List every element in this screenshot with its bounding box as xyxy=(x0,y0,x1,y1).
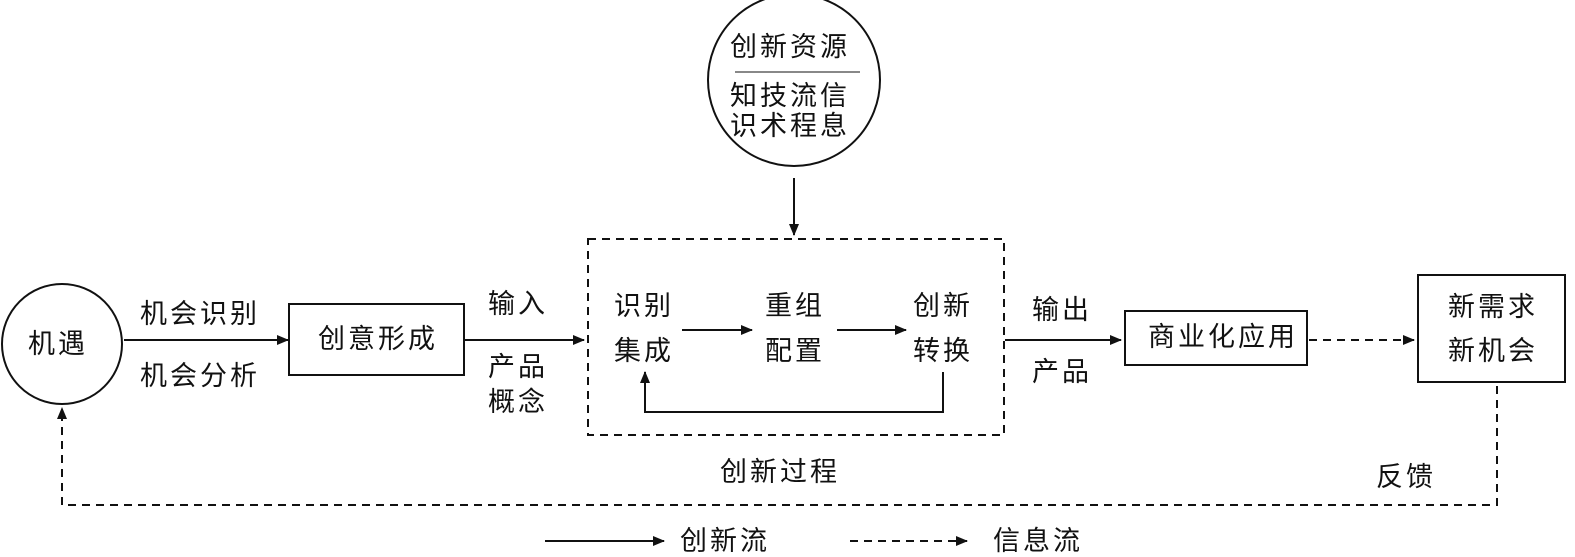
process-dashed-box xyxy=(587,238,1005,436)
step-reorganize: 重组 xyxy=(765,291,825,322)
legend-dashed-label: 信息流 xyxy=(993,526,1083,557)
resources-circle xyxy=(707,0,881,167)
opportunity-label: 机遇 xyxy=(28,329,88,360)
process-label: 创新过程 xyxy=(720,457,840,488)
step-identify: 识别 xyxy=(614,291,674,322)
resources-row2: 识术程息 xyxy=(730,111,850,142)
new-demand-box xyxy=(1417,274,1566,383)
resources-title: 创新资源 xyxy=(730,32,850,63)
edge-label-input: 输入 xyxy=(488,289,548,320)
edge-label-opportunity-analyze: 机会分析 xyxy=(140,361,260,392)
commercialization-label: 商业化应用 xyxy=(1148,322,1298,353)
edge-label-output-product: 产品 xyxy=(1032,357,1092,388)
step-integrate: 集成 xyxy=(614,336,674,367)
commercialization-box xyxy=(1124,310,1308,366)
step-convert: 转换 xyxy=(913,336,973,367)
resources-row1: 知技流信 xyxy=(730,81,850,112)
edge-label-opportunity-identify: 机会识别 xyxy=(140,299,260,330)
edge-label-output: 输出 xyxy=(1032,295,1092,326)
legend-solid-label: 创新流 xyxy=(680,526,770,557)
step-configure: 配置 xyxy=(765,336,825,367)
new-demand-label: 新需求 xyxy=(1448,292,1538,323)
edge-label-product: 产品 xyxy=(488,352,548,383)
idea-formation-label: 创意形成 xyxy=(318,324,438,355)
edge-label-concept: 概念 xyxy=(488,387,548,418)
feedback-label: 反馈 xyxy=(1376,462,1436,493)
arrow-feedback xyxy=(57,386,1498,506)
arrow-loop-back xyxy=(640,371,944,413)
step-innovate: 创新 xyxy=(913,291,973,322)
opportunity-circle xyxy=(1,283,123,405)
new-opportunity-label: 新机会 xyxy=(1448,336,1538,367)
